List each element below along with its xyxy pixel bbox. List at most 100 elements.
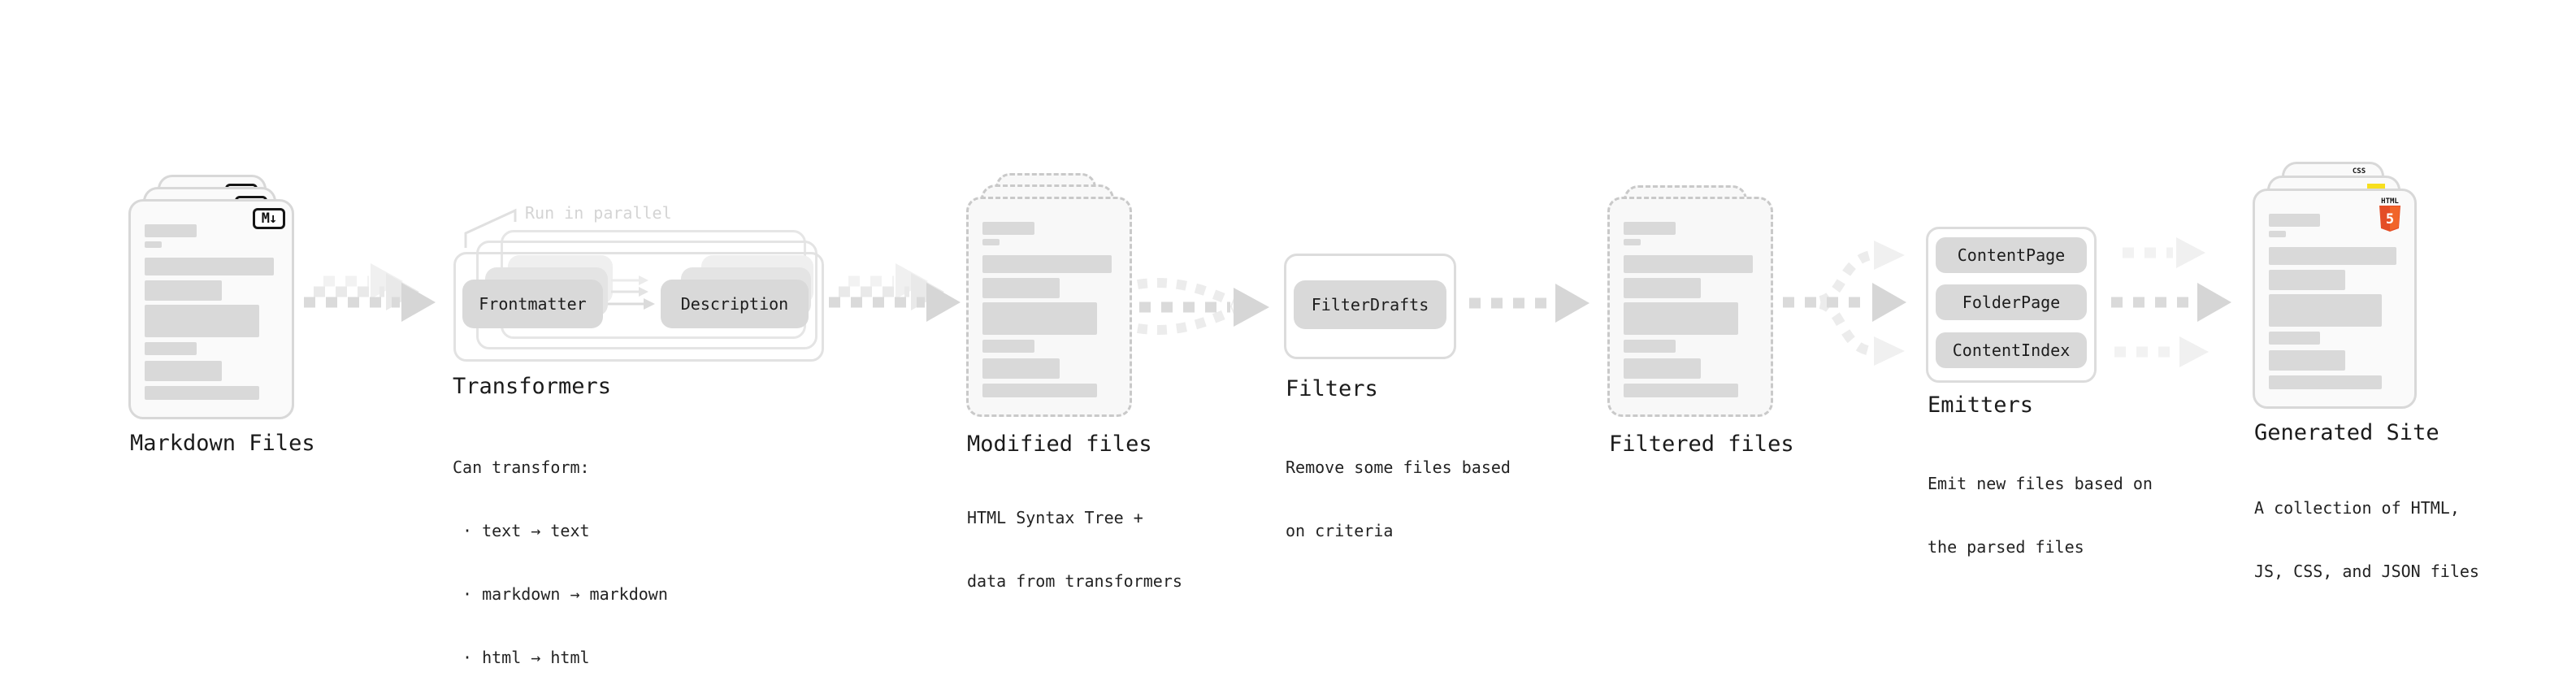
arrow-head xyxy=(371,263,403,299)
arrow-curve xyxy=(1137,306,1236,335)
node-label: Description xyxy=(680,294,789,314)
document-placeholder-lines xyxy=(982,222,1116,397)
placeholder-bar xyxy=(2269,247,2397,265)
modified-file-card-front xyxy=(966,197,1132,417)
node-label: Frontmatter xyxy=(479,294,587,314)
placeholder-bar xyxy=(1624,302,1739,335)
stage-title-generated-site: Generated Site xyxy=(2254,420,2439,445)
emitter-node-contentindex: ContentIndex xyxy=(1936,332,2087,368)
desc-line: Emit new files based on xyxy=(1928,474,2153,493)
desc-line: JS, CSS, and JSON files xyxy=(2254,562,2479,581)
placeholder-bar xyxy=(1624,278,1702,298)
desc-bullet: · markdown → markdown xyxy=(462,584,668,604)
placeholder-bar xyxy=(2269,332,2321,345)
placeholder-bar xyxy=(1624,340,1676,353)
arrow-head xyxy=(2179,336,2209,367)
desc-line: data from transformers xyxy=(967,571,1182,591)
arrow-curve xyxy=(1137,278,1236,307)
run-in-parallel-annotation: Run in parallel xyxy=(525,203,672,223)
html5-icon: HTML 5 xyxy=(2375,196,2405,233)
arrow-head xyxy=(2197,283,2231,322)
node-label: ContentIndex xyxy=(1952,340,2071,360)
placeholder-bar xyxy=(2269,231,2287,237)
arrow-head xyxy=(1874,336,1905,366)
node-label: FilterDrafts xyxy=(1311,295,1429,314)
desc-line: Can transform: xyxy=(453,458,590,477)
flow-arrow-fanout xyxy=(1783,241,1906,366)
placeholder-bar xyxy=(982,384,1098,397)
filtered-file-card-front xyxy=(1607,197,1773,417)
arrow-head xyxy=(1874,241,1905,270)
placeholder-bar xyxy=(145,241,163,248)
document-placeholder-lines xyxy=(145,224,278,400)
markdown-icon: M↓ xyxy=(253,208,285,229)
stage-title-filters: Filters xyxy=(1286,376,1378,401)
placeholder-bar xyxy=(1624,358,1702,379)
arrow-curve xyxy=(1818,299,1872,356)
flow-arrows-parallel xyxy=(2111,237,2231,367)
placeholder-bar xyxy=(2269,350,2345,371)
filter-node-filterdrafts: FilterDrafts xyxy=(1294,280,1446,329)
stage-title-markdown-files: Markdown Files xyxy=(130,431,315,456)
placeholder-bar xyxy=(982,340,1034,353)
arrow-head xyxy=(926,283,961,322)
node-label: FolderPage xyxy=(1962,293,2061,312)
transformer-node-description: Description xyxy=(661,280,809,328)
arrow-head xyxy=(386,273,419,310)
placeholder-bar xyxy=(2269,294,2383,327)
placeholder-bar xyxy=(145,361,223,381)
flow-arrow-stacked-2 xyxy=(829,263,961,322)
transformers-description: Can transform: · text → text · markdown … xyxy=(453,414,668,681)
placeholder-bar xyxy=(1624,384,1739,397)
desc-line: A collection of HTML, xyxy=(2254,498,2460,518)
stage-title-modified-files: Modified files xyxy=(967,432,1152,457)
arrow-curve xyxy=(1819,250,1872,306)
desc-bullet: · html → html xyxy=(462,648,590,667)
stage-title-emitters: Emitters xyxy=(1928,393,2034,418)
html5-icon-number: 5 xyxy=(2386,211,2394,228)
html5-icon-word: HTML xyxy=(2381,197,2399,206)
css-icon: CSS xyxy=(2349,168,2369,176)
arrow-head xyxy=(401,283,436,322)
placeholder-bar xyxy=(982,222,1034,235)
stage-title-transformers: Transformers xyxy=(453,374,612,399)
placeholder-bar xyxy=(145,386,260,400)
markdown-icon-label: M↓ xyxy=(261,210,278,227)
placeholder-bar xyxy=(982,239,1000,245)
filters-description: Remove some files based on criteria xyxy=(1286,414,1511,583)
placeholder-bar xyxy=(145,280,223,301)
arrow-head xyxy=(911,273,944,310)
placeholder-bar xyxy=(2269,270,2345,290)
placeholder-bar xyxy=(2269,375,2383,389)
desc-bullet: · text → text xyxy=(462,521,590,540)
desc-line: HTML Syntax Tree + xyxy=(967,508,1143,527)
placeholder-bar xyxy=(145,224,197,237)
placeholder-bar xyxy=(145,342,197,355)
placeholder-bar xyxy=(1624,239,1641,245)
arrow-head xyxy=(1234,288,1269,327)
flow-arrow-single xyxy=(1469,284,1589,323)
placeholder-bar xyxy=(982,302,1098,335)
generated-site-description: A collection of HTML, JS, CSS, and JSON … xyxy=(2254,455,2479,624)
document-placeholder-lines xyxy=(1624,222,1757,397)
emitters-description: Emit new files based on the parsed files xyxy=(1928,431,2153,600)
placeholder-bar xyxy=(982,358,1060,379)
flow-arrow-stacked-1 xyxy=(304,263,436,322)
placeholder-bar xyxy=(1624,255,1754,273)
arrow-head xyxy=(1555,284,1589,323)
emitter-node-folderpage: FolderPage xyxy=(1936,284,2087,320)
placeholder-bar xyxy=(2269,214,2321,227)
arrow-head xyxy=(2176,237,2205,268)
transformer-frame-front xyxy=(453,252,824,362)
file-card-front: M↓ xyxy=(128,199,294,419)
html5-shield-highlight xyxy=(2390,206,2400,231)
placeholder-bar xyxy=(982,278,1060,298)
arrow-head xyxy=(1872,283,1906,322)
placeholder-bar xyxy=(145,305,260,337)
arrow-head xyxy=(896,263,928,299)
transformer-node-frontmatter: Frontmatter xyxy=(462,280,603,328)
desc-line: on criteria xyxy=(1286,521,1394,540)
placeholder-bar xyxy=(982,255,1112,273)
desc-line: Remove some files based xyxy=(1286,458,1511,477)
